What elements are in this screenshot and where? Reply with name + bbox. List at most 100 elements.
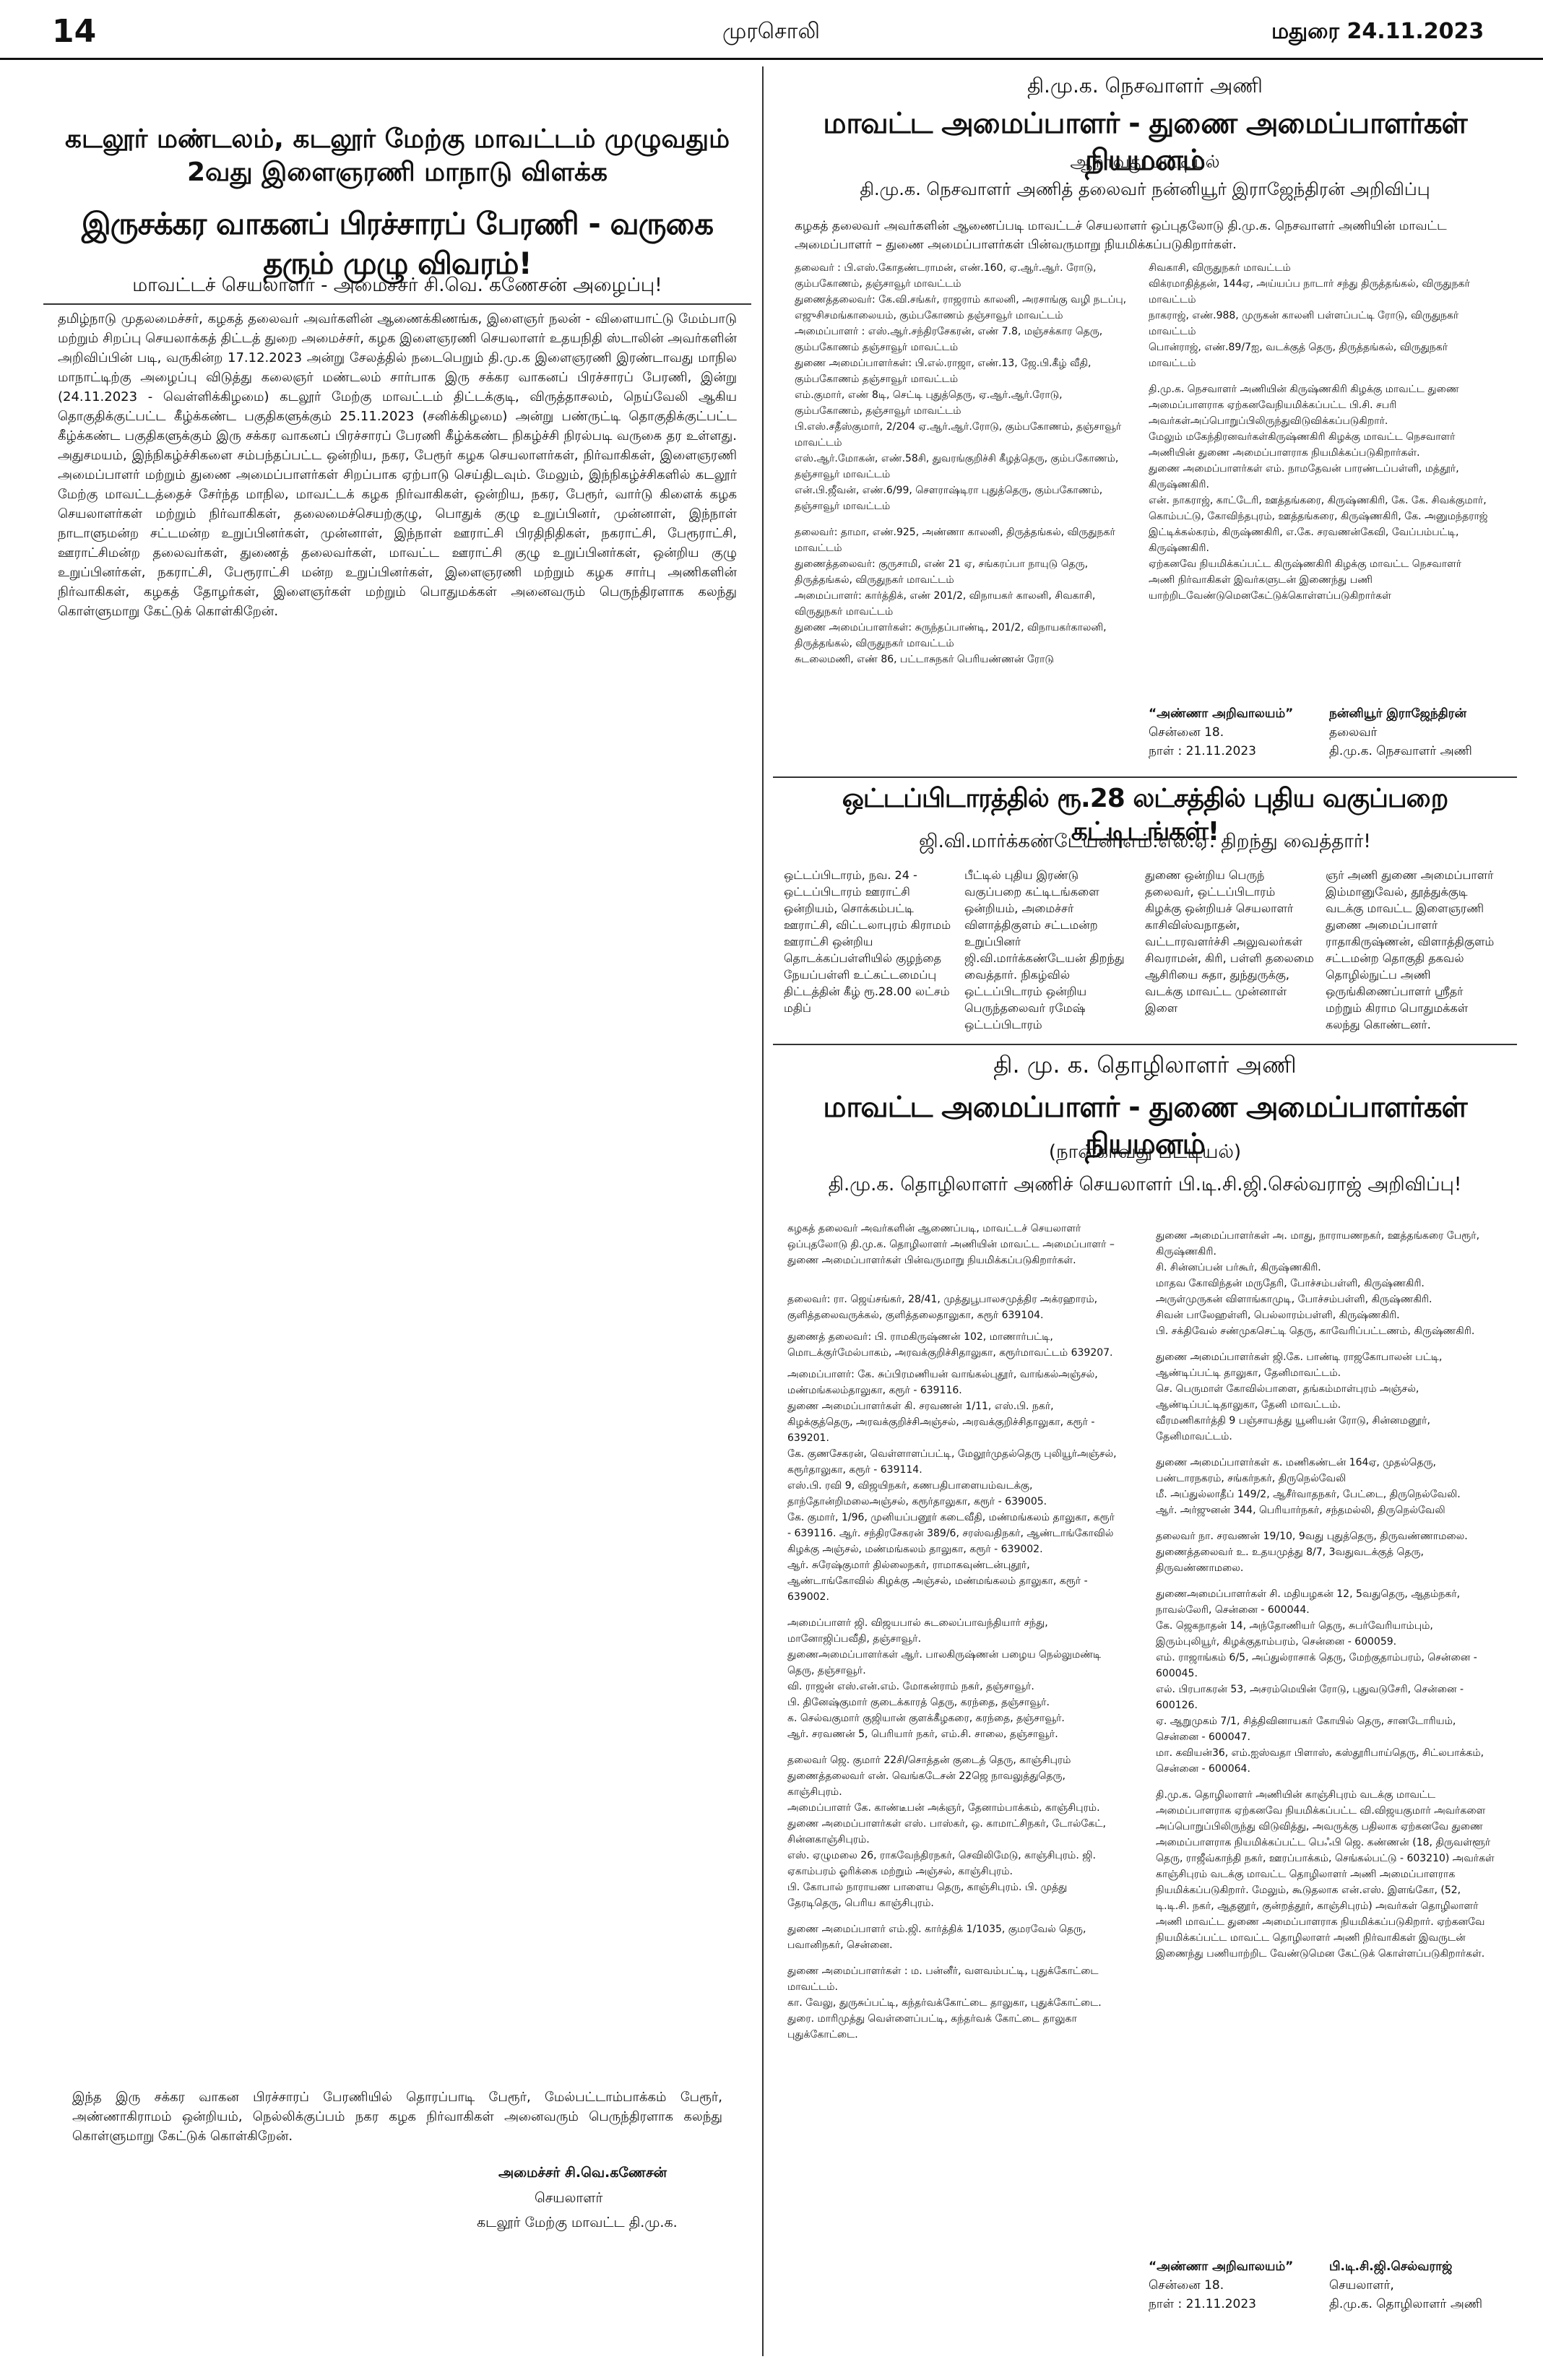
rb-headline: மாவட்ட அமைப்பாளர் - துணை அமைப்பாளர்கள் ந… — [823, 1091, 1467, 1161]
rt-intro: கழகத் தலைவர் அவர்களின் ஆணைப்படி மாவட்டச்… — [795, 219, 1447, 252]
rt-b-entry: துணை அமைப்பாளர்கள் எம். நாமதேவன் பாரண்டப… — [1149, 463, 1459, 490]
left-body: தமிழ்நாடு முதலமைச்சர், கழகத் தலைவர் அவர்… — [58, 311, 737, 619]
rb-b-entry: மா. கவியன்36, எம்.ஐஸ்வதா பிளாஸ், கஸ்தூரி… — [1156, 1747, 1484, 1775]
rb-b-entry: துணை அமைப்பாளர்கள் க. மணிகண்டன் 164ஏ, மு… — [1156, 1457, 1436, 1484]
rb-a-entry: எஸ்.பி. ரவி 9, விஜயிநகர், கணபதிபாளையம்வட… — [787, 1480, 1047, 1507]
rb-b-entry: அருள்முருகன் விளாங்காமுடி, போச்சம்பள்ளி,… — [1156, 1294, 1432, 1305]
rt-sig-right: நன்னியூர் இராஜேந்திரன் தலைவர் தி.மு.க. ந… — [1329, 704, 1472, 761]
rm-column-b: பீட்டில் புதிய இரண்டு வகுப்பறை கட்டிடங்க… — [964, 868, 1125, 1031]
rt-b-entry: விக்ரமாதித்தன், 144ஏ, அய்யப்ப நாடார் சந்… — [1149, 278, 1470, 306]
rt-a-entry: துணைத்தலைவர்: குருசாமி, எண் 21 ஏ, சங்கரப… — [795, 558, 1089, 586]
rb-a-entry: பி. கோபால் நாராயண பாளைய தெரு, காஞ்சிபுரம… — [787, 1882, 1068, 1909]
rb-column-a: தலைவர்: ரா. ஜெய்சங்கர், 28/41, முத்துபூப… — [787, 1286, 1120, 2311]
paper-name: முரசொலி — [722, 19, 820, 44]
rb-b-entry: வீரமணிகார்த்தி 9 பஞ்சாயத்து யூனியன் ரோடு… — [1156, 1415, 1430, 1442]
left-sig-name: அமைச்சர் சி.வெ.கணேசன் — [498, 2165, 667, 2181]
left-sig-title: செயலாளர் — [535, 2190, 603, 2206]
rt-a-entry: என்.பி.ஜீவன், எண்.6/99, சௌராஷ்டிரா புதுத… — [795, 485, 1103, 512]
rb-a-entry: வி. ராஜன் எஸ்.என்.எம். மோகன்ராம் நகர், த… — [787, 1681, 1034, 1692]
rt-column-b: சிவகாசி, விருதுநகர் மாவட்டம் விக்ரமாதித்… — [1149, 260, 1488, 693]
left-closing: இந்த இரு சக்கர வாகன பிரச்சாரப் பேரணியில்… — [72, 2090, 722, 2144]
rb-b-entry: சிவன் பாலேஹள்ளி, பெல்லாரம்பள்ளி, கிருஷ்ண… — [1156, 1310, 1400, 1321]
rb-a-entry: கா. வேலு, துருசுப்பட்டி, கந்தர்வக்கோட்டை… — [787, 1997, 1102, 2009]
rb-sig-name: பி.டி.சி.ஜி.செல்வராஜ் — [1329, 2259, 1453, 2274]
rb-b-entry: எல். பிரபாகரன் 53, அசரம்மெயின் ரோடு, புத… — [1156, 1684, 1464, 1711]
rb-b-entry: ஆர். அர்ஜுனன் 344, பெரியார்நகர், சந்தமல்… — [1156, 1505, 1445, 1516]
rt-b-entry: தி.மு.க. நெசவாளர் அணியின் கிருஷ்ணகிரி கி… — [1149, 384, 1459, 427]
rb-list-number: (நான்காவது பட்டியல்) — [1048, 1141, 1242, 1163]
rb-a-entry: துரை. மாரிமுத்து வெள்ளைப்பட்டி, கந்தர்வக… — [787, 2013, 1077, 2041]
rt-b-entry: என். நாகராஜ், காட்டேரி, ஊத்தங்கரை, கிருஷ… — [1149, 495, 1488, 554]
rb-a-entry: கே. குணசேகரன், வெள்ளாளப்பட்டி, மேலூர்முத… — [787, 1448, 1117, 1476]
rb-intro: கழகத் தலைவர் அவர்களின் ஆணைப்படி, மாவட்டச… — [787, 1223, 1115, 1266]
rb-b-entry: மீ. அப்துல்லாதீப் 149/2, ஆசீர்வாதநகர், ப… — [1156, 1489, 1461, 1500]
rm-column-c: துணை ஒன்றிய பெருந் தலைவர், ஒட்டப்பிடாரம்… — [1145, 868, 1314, 1015]
rb-sig-left: “அண்ணா அறிவாலயம்” சென்னை 18. நாள் : 21.1… — [1149, 2257, 1293, 2314]
rt-a-entry: துணை அமைப்பாளர்கள்: பி.எல்.ராஜா, எண்.13,… — [795, 358, 1092, 385]
rb-b-entry: துணை அமைப்பாளர்கள் அ. மாது, நாராயணநகர், … — [1156, 1230, 1480, 1258]
rb-kicker: தி. மு. க. தொழிலாளர் அணி — [993, 1051, 1297, 1078]
rt-b-entry: நாகராஜ், எண்.988, முருகன் காலனி பள்ளப்பட… — [1149, 310, 1459, 337]
rb-b-entry: பி. சக்திவேல் சண்முகசெட்டி தெரு, காவேரிப… — [1156, 1325, 1475, 1337]
rt-column-a: தலைவர் : பி.எஸ்.கோதண்டராமன், எண்.160, ஏ.… — [795, 260, 1127, 693]
rb-a-entry: எஸ். ஏழுமலை 26, ராகவேந்திரநகர், செவிலிமே… — [787, 1850, 1096, 1877]
rm-column-a: ஒட்டப்பிடாரம், நவ. 24 - ஒட்டப்பிடாரம் ஊர… — [784, 868, 951, 1015]
rt-b-entry: மேலும் மகேந்திரனவர்கள்கிருஷ்ணகிரி கிழக்க… — [1149, 431, 1456, 459]
rb-b-entry: ஏ. ஆறுமுகம் 7/1, சித்திவினாயகர் கோயில் த… — [1156, 1715, 1456, 1743]
left-kicker-1: கடலூர் மண்டலம், கடலூர் மேற்கு மாவட்டம் ம… — [64, 124, 730, 154]
rb-sig-org: தி.மு.க. தொழிலாளர் அணி — [1329, 2297, 1483, 2311]
rt-a-entry: தலைவர்: தாமா, எண்.925, அண்ணா காலனி, திரு… — [795, 527, 1115, 554]
left-headline: இருசக்கர வாகனப் பிரச்சாரப் பேரணி - வருகை… — [81, 206, 714, 281]
rb-sig-title: செயலாளர், — [1329, 2278, 1394, 2293]
rb-b-entry: மாதவ கோவிந்தன் மருதேரி, போச்சம்பள்ளி, கி… — [1156, 1278, 1425, 1289]
rb-a-entry: பி. தினேஷ்குமார் குடைக்காரத் தெரு, கரந்த… — [787, 1697, 1050, 1708]
rb-announcer: தி.மு.க. தொழிலாளர் அணிச் செயலாளர் பி.டி.… — [828, 1174, 1462, 1195]
rb-a-entry: துணை அமைப்பாளர்கள் கி. சரவணன் 1/11, எஸ்.… — [787, 1401, 1095, 1444]
column-divider — [762, 66, 764, 2356]
rt-a-entry: சுடலைமணி, எண் 86, பட்டாசுநகர் பெரியண்ணன்… — [795, 654, 1054, 665]
rt-list-number: ஆறாவது பட்டியல் — [1070, 152, 1220, 172]
rb-b-entry: செ. பெருமாள் கோவில்பாளை, தங்கம்மாள்புரம்… — [1156, 1383, 1419, 1411]
rb-a-entry: துணைத்தலைவர் என். வெங்கடேசன் 22ஜெ நாவலுத… — [787, 1770, 1066, 1798]
rt-sig-place: “அண்ணா அறிவாலயம்” — [1149, 706, 1294, 721]
rb-a-entry: அமைப்பாளர்: கே. சுப்பிரமணியன் வாங்கல்புத… — [787, 1369, 1098, 1396]
rm-subhead: ஜி.வி.மார்க்கண்டேயன் எம்.எல்.ஏ. திறந்து … — [919, 831, 1371, 852]
left-sig-org: கடலூர் மேற்கு மாவட்ட தி.மு.க. — [477, 2215, 678, 2230]
rb-a-entry: அமைப்பாளர் ஜி. விஜயபால் சுடலைப்பாவந்தியா… — [787, 1617, 1048, 1645]
left-subhead: மாவட்டச் செயலாளர் - அமைச்சர் சி.வெ. கணேச… — [132, 274, 662, 296]
rb-sig-city: சென்னை 18. — [1149, 2278, 1224, 2293]
rt-sig-city: சென்னை 18. — [1149, 725, 1224, 740]
rm-headline: ஒட்டப்பிடாரத்தில் ரூ.28 லட்சத்தில் புதிய… — [842, 784, 1448, 847]
page-number: 14 — [52, 13, 97, 50]
rb-b-entry: கே. ஜெகநாதன் 14, அந்தோணியர் தெரு, சுபர்வ… — [1156, 1620, 1433, 1648]
rt-b-entry: ஏற்கனவே நியமிக்கப்பட்ட கிருஷ்ணகிரி கிழக்… — [1149, 558, 1462, 602]
rb-a-entry: துணை அமைப்பாளர்கள் எஸ். பாஸ்கர், ஒ. காமா… — [787, 1818, 1106, 1845]
rb-column-b: துணை அமைப்பாளர்கள் அ. மாது, நாராயணநகர், … — [1156, 1228, 1495, 2232]
left-kicker-2: 2வது இளைஞரணி மாநாடு விளக்க — [186, 157, 608, 187]
left-rule — [43, 303, 751, 305]
rb-a-entry: துணை அமைப்பாளர்கள் : ம. பன்னீர், வளவம்பட… — [787, 1965, 1099, 1993]
masthead: 14 முரசொலி மதுரை 24.11.2023 — [0, 0, 1543, 60]
rt-a-entry: எம்.குமார், எண் 8டி, செட்டி புதுத்தெரு, … — [795, 389, 1063, 417]
rb-a-entry: ஆர். சரவணன் 5, பெரியார் நகர், எம்.சி. சா… — [787, 1728, 1058, 1740]
rb-b-entry: தலைவர் நா. சரவணன் 19/10, 9வது புதுத்தெரு… — [1156, 1531, 1468, 1574]
rb-a-entry: க. செல்வகுமார் குஜியான் குளக்கீழகரை, கரந… — [787, 1713, 1065, 1724]
rt-a-entry: பி.எஸ்.சதீஸ்குமார், 2/204 ஏ.ஆர்.ஆர்.ரோடு… — [795, 421, 1122, 449]
rt-rule — [773, 776, 1517, 778]
rm-column-d: ஞர் அணி துணை அமைப்பாளர் இம்மானுவேல், தூத… — [1326, 868, 1495, 1031]
rt-sig-name: நன்னியூர் இராஜேந்திரன் — [1329, 706, 1466, 721]
rt-a-entry: அமைப்பாளர் : எஸ்.ஆர்.சந்திரசேகரன், எண் 7… — [795, 326, 1103, 353]
rt-headline: மாவட்ட அமைப்பாளர் - துணை அமைப்பாளர்கள் ந… — [823, 107, 1467, 177]
rt-a-entry: எஸ்.ஆர்.மோகன், எண்.58சி, துவரங்குறிச்சி … — [795, 453, 1119, 480]
rt-a-entry: துணைத்தலைவர்: கே.வி.சங்கர், ராஜராம் காலன… — [795, 294, 1127, 321]
edition-date: மதுரை 24.11.2023 — [1271, 19, 1484, 44]
rb-b-entry: துணை அமைப்பாளர்கள் ஜி.கே. பாண்டி ராஜகோபா… — [1156, 1351, 1443, 1379]
rm-rule — [773, 1044, 1517, 1045]
rt-a-entry: தலைவர் : பி.எஸ்.கோதண்டராமன், எண்.160, ஏ.… — [795, 262, 1097, 290]
rb-a-entry: துணைஅமைப்பாளர்கள் ஆர். பாலகிருஷ்ணன் பழைய… — [787, 1649, 1102, 1676]
rb-sig-right: பி.டி.சி.ஜி.செல்வராஜ் செயலாளர், தி.மு.க.… — [1329, 2257, 1482, 2314]
rt-a-entry: துணை அமைப்பாளர்கள்: சுருந்தப்பாண்டி, 201… — [795, 622, 1107, 649]
rt-b-entry: சிவகாசி, விருதுநகர் மாவட்டம் — [1149, 262, 1291, 274]
rt-a-entry: அமைப்பாளர்: கார்த்திக், எண் 201/2, விநாய… — [795, 590, 1096, 618]
rb-b-entry: தி.மு.க. தொழிலாளர் அணியின் காஞ்சிபுரம் வ… — [1156, 1789, 1495, 1960]
